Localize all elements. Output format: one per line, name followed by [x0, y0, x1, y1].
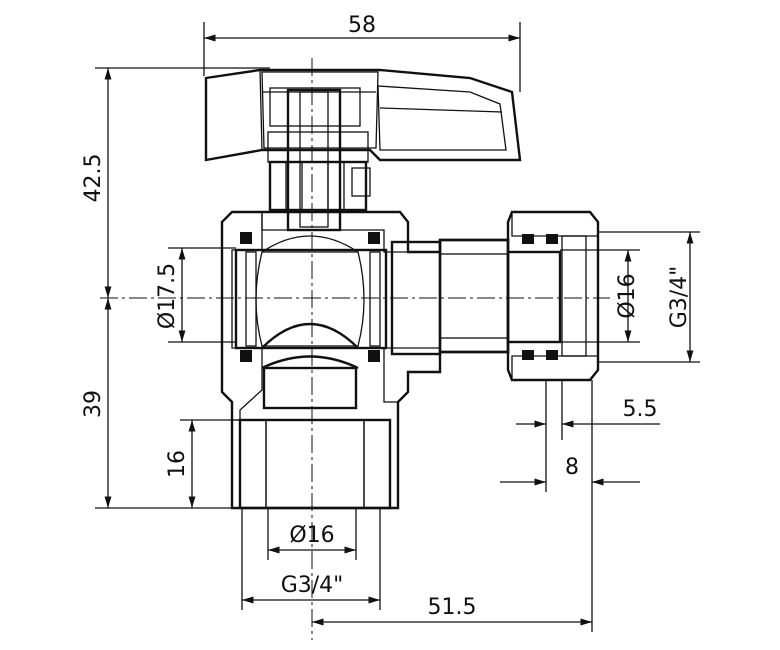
outlet-connection — [390, 210, 600, 382]
handle — [204, 68, 522, 162]
dim-height-upper: 42.5 — [81, 154, 106, 203]
dim-outlet-inner: Ø16 — [615, 273, 640, 318]
dim-outlet-thread: G3/4" — [667, 266, 692, 329]
dim-thread-length: 16 — [165, 450, 190, 478]
dim-inlet-inner: Ø16 — [289, 523, 334, 548]
dim-height-lower: 39 — [81, 390, 106, 418]
inlet-connection — [238, 355, 392, 510]
dimension-lines — [95, 22, 700, 632]
valve-body — [220, 210, 510, 510]
dim-top-width: 58 — [348, 13, 376, 38]
dim-nut-width: 8 — [565, 455, 579, 480]
dim-nut-offset: 5.5 — [623, 397, 658, 422]
dim-inlet-thread: G3/4" — [281, 573, 344, 598]
stem — [267, 87, 371, 232]
dim-inlet-bore: Ø17.5 — [155, 263, 180, 329]
dim-horizontal-length: 51.5 — [428, 595, 477, 620]
